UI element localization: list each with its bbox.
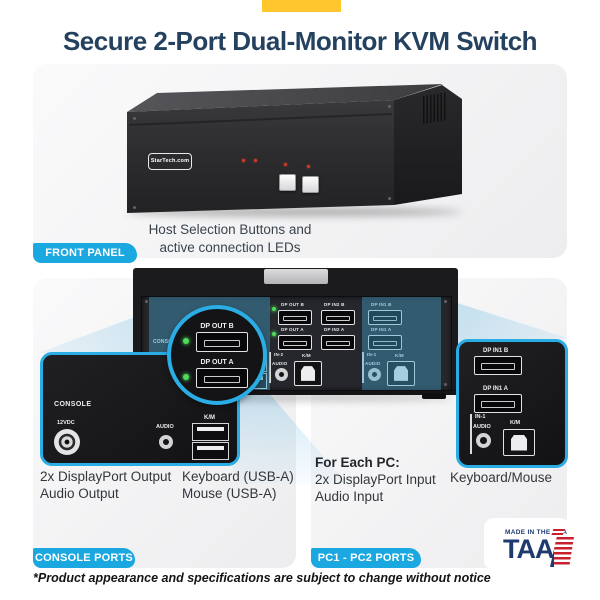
pc-ports-caption: For Each PC: 2x DisplayPort Input Audio … <box>315 455 436 506</box>
dp-out-b-zoom-label: DP OUT B <box>200 323 234 330</box>
front-caption: Host Selection Buttons and active connec… <box>100 221 360 256</box>
page-title: Secure 2-Port Dual-Monitor KVM Switch <box>62 26 538 56</box>
audio-label: AUDIO <box>272 361 288 366</box>
divider <box>269 352 271 383</box>
in2-label: IN-2 <box>274 352 284 357</box>
kvm-front-view: StarTech.com <box>127 84 462 216</box>
front-caption-line1: Host Selection Buttons and <box>148 222 312 237</box>
displayport-port <box>474 356 522 375</box>
startech-logo: StarTech.com <box>148 153 192 170</box>
host2-led-icon <box>307 165 310 168</box>
front-shadow <box>127 208 462 216</box>
taa-label: TAA <box>503 534 554 564</box>
dp-in1-a-label: DP IN1 A <box>371 327 392 332</box>
side-vents <box>423 91 447 125</box>
pc-km-caption: Keyboard/Mouse <box>450 470 553 485</box>
rear-label-sticker <box>264 269 328 284</box>
dp-out-a-zoom-label: DP OUT A <box>200 359 234 366</box>
console-video-caption: 2x DisplayPort Output Audio Output <box>40 469 171 503</box>
caption-line: Audio Input <box>315 488 384 504</box>
link-led-icon <box>272 332 276 336</box>
km-callout-label: K/M <box>510 420 521 426</box>
front-panel-tag: FRONT PANEL <box>33 243 137 263</box>
displayport-port <box>278 335 312 350</box>
power-label: 12VDC <box>57 420 75 426</box>
rubber-foot <box>422 393 446 399</box>
dp-in1-b-label: DP IN1 B <box>371 302 392 307</box>
console-callout-label: CONSOLE <box>54 401 92 408</box>
usb-a-port <box>192 442 229 460</box>
dp-in1-b-callout-label: DP IN1 B <box>483 348 509 354</box>
displayport-port <box>196 368 248 388</box>
link-led-icon <box>183 338 189 344</box>
pc-ports-tag: PC1 - PC2 PORTS <box>311 548 421 568</box>
audio-jack <box>368 368 381 381</box>
divider <box>470 414 472 454</box>
status-led-icon <box>254 159 257 162</box>
in1-label: IN-1 <box>367 352 377 357</box>
usb-b-port <box>294 361 322 386</box>
disclaimer-text: *Product appearance and specifications a… <box>33 571 491 585</box>
flag-stripes-icon <box>551 529 565 536</box>
dp-in1-a-callout-label: DP IN1 A <box>483 386 509 392</box>
displayport-port <box>368 310 402 325</box>
dp-out-a-label: DP OUT A <box>281 327 304 332</box>
in1-callout-label: IN-1 <box>475 414 486 420</box>
rear-shadow <box>138 394 453 401</box>
screw-icon <box>133 117 136 120</box>
screw-icon <box>388 197 391 200</box>
link-led-icon <box>183 374 189 380</box>
front-face <box>127 100 394 213</box>
console-ports-tag: CONSOLE PORTS <box>33 548 135 568</box>
km-callout-label: K/M <box>204 415 215 421</box>
audio-jack <box>159 435 173 449</box>
brand-accent-tab <box>262 0 341 12</box>
displayport-port <box>474 394 522 413</box>
audio-label: AUDIO <box>365 361 381 366</box>
dp-out-magnifier: DP OUT B DP OUT A <box>167 305 267 405</box>
divider <box>362 352 364 383</box>
screw-icon <box>145 300 148 303</box>
screw-icon <box>444 300 447 303</box>
pc-ports-callout: DP IN1 B DP IN1 A IN-1 AUDIO K/M <box>456 339 568 468</box>
dp-in2-a-label: DP IN2 A <box>324 327 345 332</box>
km-label: K/M <box>395 353 404 358</box>
caption-line: 2x DisplayPort Output <box>40 469 172 484</box>
panel-console-label: CONSOLE <box>153 339 180 345</box>
caption-heading: For Each PC: <box>315 455 400 470</box>
screw-icon <box>388 105 391 108</box>
audio-callout-label: AUDIO <box>156 424 174 430</box>
made-in-usa-label: MADE IN THE USA <box>505 529 568 536</box>
screw-icon <box>133 206 136 209</box>
caption-line: Keyboard (USB-A) <box>182 469 294 484</box>
rear-bottom-frame <box>133 389 458 395</box>
dp-out-b-label: DP OUT B <box>281 302 305 307</box>
host1-select-button <box>279 174 296 191</box>
host2-select-button <box>302 176 319 193</box>
caption-line: Mouse (USB-A) <box>182 485 277 501</box>
dc-power-jack <box>54 429 80 455</box>
usb-b-port <box>503 429 535 456</box>
displayport-port <box>368 335 402 350</box>
usb-b-port <box>387 361 415 386</box>
host1-led-icon <box>284 163 287 166</box>
link-led-icon <box>272 307 276 311</box>
km-label: K/M <box>302 353 311 358</box>
taa-badge: MADE IN THE USA TAA <box>484 518 574 570</box>
caption-line: Audio Output <box>40 485 119 501</box>
status-led-icon <box>242 159 245 162</box>
audio-jack <box>275 368 288 381</box>
console-km-caption: Keyboard (USB-A) Mouse (USB-A) <box>182 469 294 503</box>
displayport-port <box>278 310 312 325</box>
caption-line: 2x DisplayPort Input <box>315 471 436 487</box>
displayport-port <box>321 335 355 350</box>
audio-callout-label: AUDIO <box>473 424 491 430</box>
displayport-port <box>196 332 248 352</box>
usb-a-port <box>192 423 229 441</box>
screw-icon <box>444 383 447 386</box>
dp-in2-b-label: DP IN2 B <box>324 302 345 307</box>
displayport-port <box>321 310 355 325</box>
audio-jack <box>476 433 491 448</box>
front-caption-line2: active connection LEDs <box>159 239 301 255</box>
